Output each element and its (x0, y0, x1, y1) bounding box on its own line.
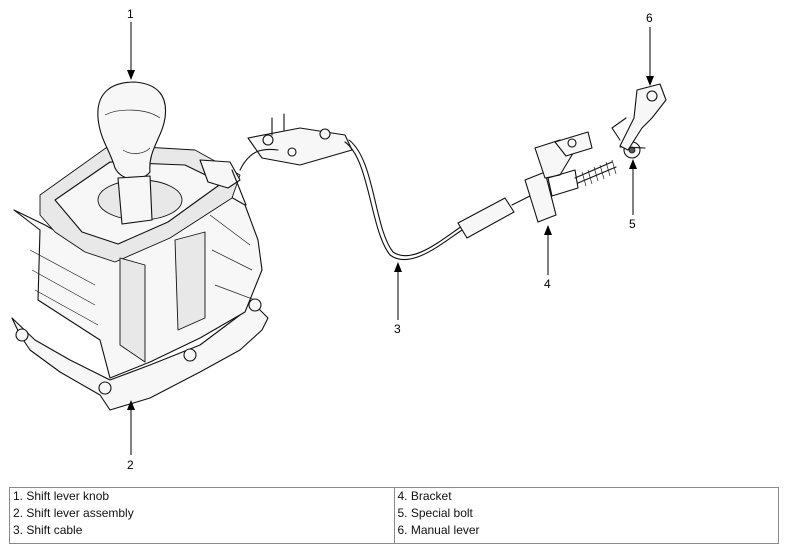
legend-item: 6. Manual lever (397, 523, 480, 537)
callout-6: 6 (646, 11, 653, 25)
legend-item: 3. Shift cable (13, 523, 83, 537)
shift-lever-knob (97, 81, 167, 225)
leader-lines (127, 22, 654, 455)
manual-lever (611, 83, 667, 151)
bracket (524, 131, 593, 223)
special-bolt (574, 141, 646, 187)
legend-item: 4. Bracket (397, 489, 452, 503)
legend-item: 1. Shift lever knob (13, 489, 110, 503)
parts-legend: 1. Shift lever knob 2. Shift lever assem… (9, 487, 779, 544)
callout-4: 4 (544, 277, 551, 291)
legend-item: 5. Special bolt (397, 506, 473, 520)
callout-3: 3 (394, 322, 401, 336)
callout-5: 5 (629, 217, 636, 231)
callout-2: 2 (127, 458, 134, 472)
callout-1: 1 (127, 7, 134, 21)
legend-item: 2. Shift lever assembly (13, 506, 134, 520)
shift-cable (239, 113, 531, 261)
legend-column-right: 4. Bracket 5. Special bolt 6. Manual lev… (393, 487, 779, 544)
legend-column-left: 1. Shift lever knob 2. Shift lever assem… (9, 487, 395, 544)
exploded-assembly-diagram: 1 2 3 4 5 6 (11, 7, 667, 472)
